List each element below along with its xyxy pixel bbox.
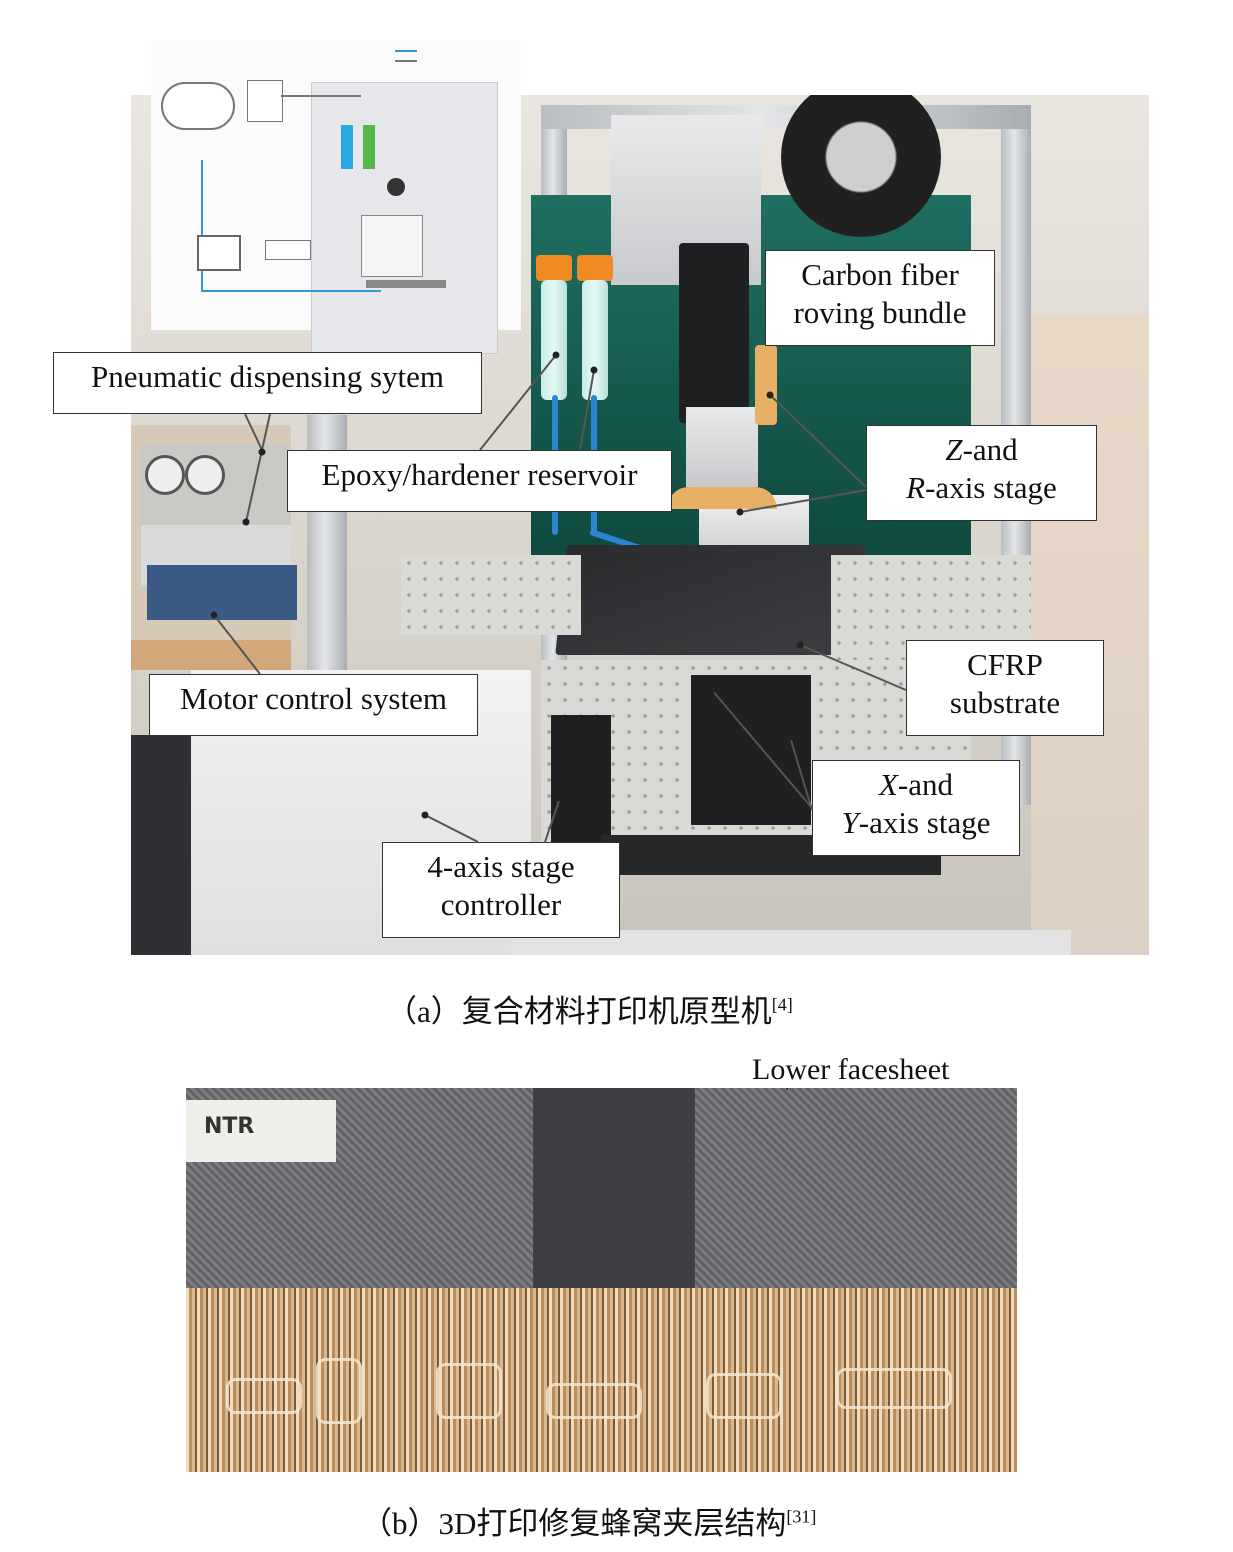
schematic-inset [151,40,521,354]
signal-line [201,290,381,292]
leader-line [786,1088,788,1090]
label-motor-control-system: Motor control system [149,674,478,736]
label-pneumatic-dispensing-system: Pneumatic dispensing sytem [53,352,482,414]
wooden-bench [131,640,291,670]
label-line: roving bundle [793,295,967,330]
label-line: controller [440,887,562,922]
stage-icon [366,280,446,288]
fiber-roll-icon [387,178,405,196]
masking-tape [186,1100,336,1162]
caption-a: （a）复合材料打印机原型机[4] [386,986,793,1031]
hardener-syringe [582,280,608,400]
carbon-fiber-roll [781,95,941,237]
label-text: -and [962,432,1018,467]
caption-text: （b）3D打印修复蜂窝夹层结构 [361,1506,787,1541]
pressure-gauge-icon [185,455,225,495]
caption-reference: [31] [786,1506,817,1527]
caption-reference: [4] [771,994,793,1015]
motor-driver-box [147,565,297,620]
print-head-icon [361,215,423,277]
blue-syringe-icon [341,125,353,169]
pressure-line [281,95,361,97]
label-line: R-axis stage [881,469,1082,507]
floor-shadow [131,735,191,955]
label-x-y-axis-stage: X-and Y-axis stage [812,760,1020,856]
signal-line [201,160,203,290]
printed-resin-bead [546,1383,642,1419]
syringe-cap-right [577,255,613,281]
label-line: X-and [827,766,1005,804]
label-carbon-fiber-roving-bundle: Carbon fiber roving bundle [765,250,995,346]
label-4-axis-stage-controller: 4-axis stage controller [382,842,620,938]
printed-resin-bead [836,1368,952,1409]
label-line: CFRP [967,647,1043,682]
legend-pressure-line-icon [395,60,417,62]
label-line: Y-axis stage [827,804,1005,842]
label-line: Z-and [881,431,1082,469]
z-axis-stage [679,243,749,423]
tape-handwriting: NTR [204,1114,255,1139]
label-text: -axis stage [925,470,1057,505]
label-text: -and [897,767,954,802]
legend-signal-line-icon [395,50,417,52]
label-line: Pneumatic dispensing sytem [90,359,445,394]
label-epoxy-hardener-reservoir: Epoxy/hardener reservoir [287,450,672,512]
z-axis-arrow-icon [755,345,777,425]
label-lower-facesheet: Lower facesheet [752,1053,950,1086]
label-z-r-axis-stage: Z-and R-axis stage [866,425,1097,521]
label-line: substrate [949,685,1061,720]
axis-letter: Z [945,432,963,467]
honeycomb-sandwich-photo: NTR [186,1088,1017,1472]
label-line: Epoxy/hardener reservoir [321,457,638,492]
background-wall-right [1031,315,1149,955]
label-cfrp-substrate: CFRP substrate [906,640,1104,736]
syringe-cap-left [536,255,572,281]
axis-letter: X [878,767,898,802]
label-line: 4-axis stage [427,849,575,884]
r-axis-arrow-icon [667,487,777,509]
caption-text: （a）复合材料打印机原型机 [386,994,772,1029]
cfrp-substrate-plate [555,545,867,655]
label-text: -axis stage [858,805,991,840]
printed-resin-bead [316,1358,362,1424]
caption-b: （b）3D打印修复蜂窝夹层结构[31] [361,1498,816,1543]
optical-table-back [401,555,581,635]
axis-letter: R [906,470,926,505]
printed-resin-bead [706,1373,782,1419]
printed-resin-bead [436,1363,502,1419]
pressure-gauge-icon [145,455,185,495]
motor-controller-icon [265,240,311,260]
label-line: Motor control system [180,681,447,716]
epoxy-syringe [541,280,567,400]
pressure-controller-icon [247,80,283,122]
honeycomb-core [186,1288,1017,1472]
xy-stage [691,675,811,825]
label-line: Carbon fiber [801,257,959,292]
pressure-tank-icon [161,82,235,130]
repair-patch [533,1088,695,1296]
axis-letter: Y [841,805,859,840]
z-stage-block [686,407,758,487]
printed-resin-bead [226,1378,302,1414]
computer-monitor-icon [197,235,241,271]
green-syringe-icon [363,125,375,169]
